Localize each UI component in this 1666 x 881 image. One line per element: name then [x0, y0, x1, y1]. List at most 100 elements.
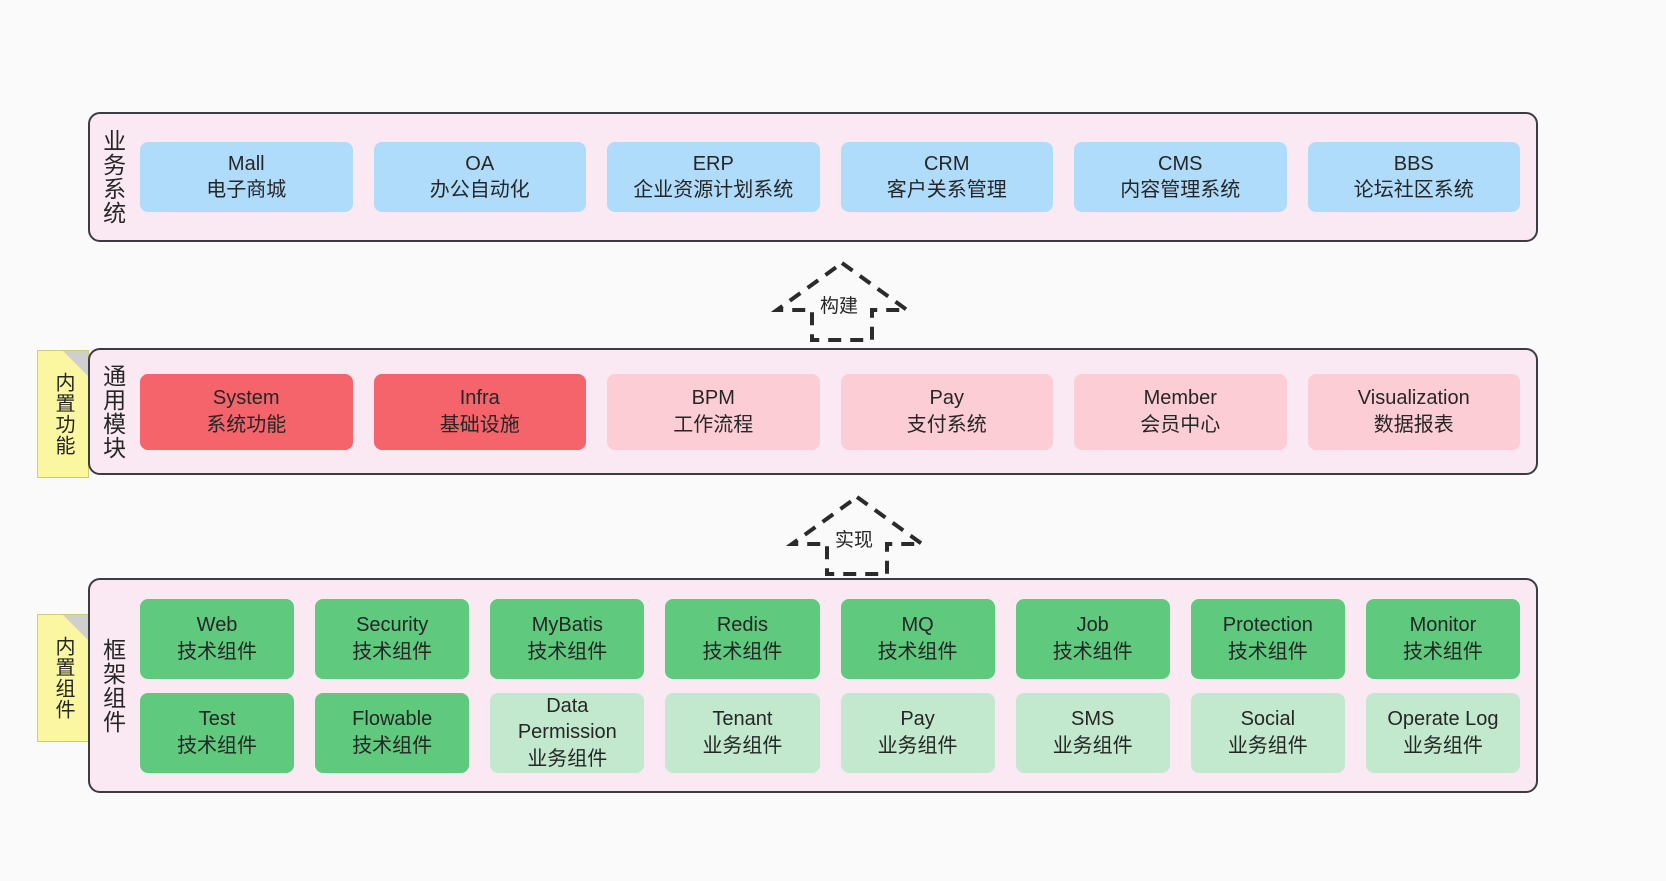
card-subtitle: 业务组件	[1402, 734, 1483, 757]
card-job[interactable]: Job 技术组件	[1015, 598, 1170, 679]
card-subtitle: 基础设施	[439, 413, 520, 436]
layer-title-common-module: 通用模块	[99, 363, 126, 460]
card-title: Pay	[900, 708, 935, 731]
card-subtitle: 技术组件	[177, 640, 258, 663]
card-subtitle: 技术组件	[352, 640, 433, 663]
card-social[interactable]: Social 业务组件	[1190, 692, 1345, 773]
layer-title-business-system: 业务系统	[99, 129, 126, 225]
card-infra[interactable]: Infra 基础设施	[373, 373, 586, 450]
note-label: 内置功能	[52, 372, 74, 456]
card-title: Tenant	[712, 708, 773, 731]
card-title: Monitor	[1409, 614, 1477, 637]
card-title: Visualization	[1357, 387, 1470, 410]
card-title: ERP	[692, 152, 734, 175]
layer-common-module: 通用模块 System 系统功能 Infra 基础设施 BPM 工作流程 Pay…	[88, 348, 1538, 475]
card-title: Mall	[227, 152, 265, 175]
card-subtitle: 技术组件	[1402, 640, 1483, 663]
card-subtitle: 技术组件	[1227, 640, 1308, 663]
card-protection[interactable]: Protection 技术组件	[1190, 598, 1345, 679]
card-row: System 系统功能 Infra 基础设施 BPM 工作流程 Pay 支付系统…	[140, 373, 1520, 450]
card-title: CMS	[1158, 152, 1203, 175]
arrow-implement: 实现	[772, 492, 942, 578]
card-subtitle: 办公自动化	[429, 179, 530, 201]
card-title: BBS	[1393, 152, 1434, 175]
card-row: Test 技术组件 Flowable 技术组件 Data Permission …	[140, 692, 1520, 773]
card-subtitle: 技术组件	[877, 640, 958, 663]
card-bbs[interactable]: BBS 论坛社区系统	[1307, 142, 1520, 212]
card-sms[interactable]: SMS 业务组件	[1015, 692, 1170, 773]
card-visualization[interactable]: Visualization 数据报表	[1307, 373, 1520, 450]
card-row: Mall 电子商城 OA 办公自动化 ERP 企业资源计划系统 CRM 客户关系…	[140, 142, 1520, 212]
card-mall[interactable]: Mall 电子商城	[140, 142, 353, 212]
card-title: Infra	[459, 387, 500, 410]
card-title: Pay	[929, 387, 964, 410]
card-pay-module[interactable]: Pay 支付系统	[840, 373, 1053, 450]
card-crm[interactable]: CRM 客户关系管理	[840, 142, 1053, 212]
card-subtitle: 内容管理系统	[1120, 179, 1241, 201]
arrow-build: 构建	[757, 258, 927, 344]
card-title: Job	[1076, 614, 1109, 637]
card-subtitle: 业务组件	[1052, 734, 1133, 757]
dashed-up-arrow-icon	[785, 494, 929, 576]
card-mq[interactable]: MQ 技术组件	[840, 598, 995, 679]
card-subtitle: 客户关系管理	[886, 179, 1007, 201]
layer-business-system: 业务系统 Mall 电子商城 OA 办公自动化 ERP 企业资源计划系统 CRM…	[88, 112, 1538, 242]
card-subtitle: 业务组件	[877, 734, 958, 757]
card-bpm[interactable]: BPM 工作流程	[607, 373, 820, 450]
card-title: OA	[465, 152, 495, 175]
arrow-label-build: 构建	[820, 296, 859, 317]
card-data-permission[interactable]: Data Permission 业务组件	[490, 692, 645, 773]
card-title: SMS	[1071, 708, 1115, 731]
card-title: Social	[1240, 708, 1296, 731]
card-subtitle: 会员中心	[1140, 413, 1221, 436]
card-operate-log[interactable]: Operate Log 业务组件	[1365, 692, 1520, 773]
card-grid-common-module: System 系统功能 Infra 基础设施 BPM 工作流程 Pay 支付系统…	[134, 350, 1536, 473]
card-subtitle: 企业资源计划系统	[633, 179, 794, 201]
card-title: Flowable	[352, 708, 433, 731]
card-test[interactable]: Test 技术组件	[140, 692, 295, 773]
card-subtitle: 系统功能	[206, 413, 287, 436]
card-title: Data Permission	[517, 694, 617, 744]
card-erp[interactable]: ERP 企业资源计划系统	[607, 142, 820, 212]
card-subtitle: 业务组件	[1227, 734, 1308, 757]
card-subtitle: 电子商城	[206, 179, 287, 201]
card-title: Web	[196, 614, 238, 637]
card-mybatis[interactable]: MyBatis 技术组件	[490, 598, 645, 679]
card-title: MQ	[901, 614, 934, 637]
card-subtitle: 业务组件	[527, 747, 608, 770]
card-subtitle: 技术组件	[352, 734, 433, 757]
note-builtin-function: 内置功能	[37, 350, 89, 478]
card-tenant[interactable]: Tenant 业务组件	[665, 692, 820, 773]
card-pay-component[interactable]: Pay 业务组件	[840, 692, 995, 773]
card-cms[interactable]: CMS 内容管理系统	[1074, 142, 1287, 212]
card-security[interactable]: Security 技术组件	[315, 598, 470, 679]
layer-title-framework-component: 框架组件	[99, 637, 126, 734]
card-subtitle: 业务组件	[702, 734, 783, 757]
card-subtitle: 技术组件	[177, 734, 258, 757]
card-title: CRM	[923, 152, 970, 175]
card-title: BPM	[691, 387, 735, 410]
card-member[interactable]: Member 会员中心	[1074, 373, 1287, 450]
card-subtitle: 技术组件	[1052, 640, 1133, 663]
card-title: Protection	[1222, 614, 1313, 637]
card-subtitle: 支付系统	[906, 413, 987, 436]
card-redis[interactable]: Redis 技术组件	[665, 598, 820, 679]
card-subtitle: 论坛社区系统	[1353, 179, 1474, 201]
card-title: Redis	[716, 614, 768, 637]
card-title: MyBatis	[531, 614, 603, 637]
note-label: 内置组件	[52, 636, 74, 720]
card-system[interactable]: System 系统功能	[140, 373, 353, 450]
card-oa[interactable]: OA 办公自动化	[373, 142, 586, 212]
card-title: Operate Log	[1387, 708, 1499, 731]
note-builtin-component: 内置组件	[37, 614, 89, 742]
card-monitor[interactable]: Monitor 技术组件	[1365, 598, 1520, 679]
card-web[interactable]: Web 技术组件	[140, 598, 295, 679]
card-row: Web 技术组件 Security 技术组件 MyBatis 技术组件 Redi…	[140, 598, 1520, 679]
card-subtitle: 工作流程	[673, 413, 754, 436]
dashed-up-arrow-icon	[770, 260, 914, 342]
card-subtitle: 技术组件	[702, 640, 783, 663]
card-flowable[interactable]: Flowable 技术组件	[315, 692, 470, 773]
card-grid-business-system: Mall 电子商城 OA 办公自动化 ERP 企业资源计划系统 CRM 客户关系…	[134, 114, 1536, 240]
arrow-label-implement: 实现	[835, 530, 874, 551]
